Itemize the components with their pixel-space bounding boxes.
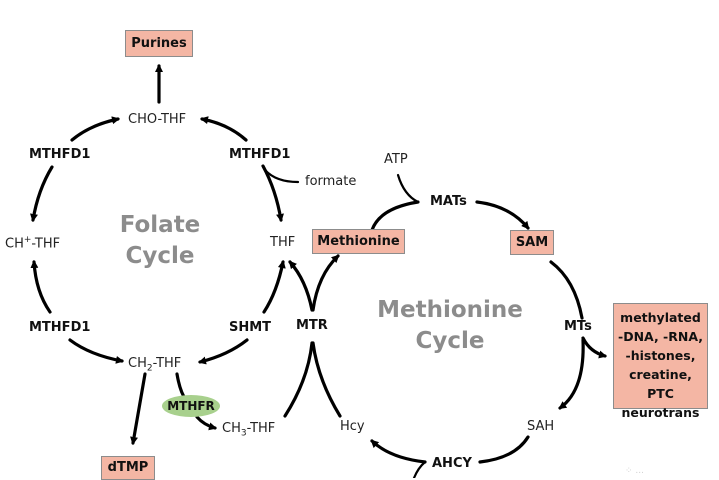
atp-branch (396, 173, 420, 204)
ch3-thf-suffix: -THF (246, 421, 276, 436)
ch2-thf-label: CH2-THF (128, 357, 181, 374)
methylated-line-2: -DNA, -RNA, (618, 329, 703, 344)
folate-title-line1: Folate (119, 212, 201, 238)
arrow-ch2thf-to-dtmp (130, 372, 147, 445)
arrow-shmt-to-ch2thf (198, 338, 249, 365)
arrow-mthfd1-to-chthf (30, 165, 54, 222)
thf-label: THF (270, 235, 296, 250)
sam-box: SAM (510, 230, 554, 255)
dtmp-box: dTMP (101, 456, 155, 480)
ch-thf-label: CH+-THF (5, 235, 61, 252)
mthfr-ellipse: MTHFR (162, 395, 220, 417)
ahcy-branch (412, 460, 427, 478)
formate-label: formate (305, 174, 357, 189)
mtr-from-ch3thf (283, 341, 314, 418)
arrow-mthfd1-to-chothf-right (200, 116, 248, 142)
arrow-mts-to-sah (558, 338, 585, 410)
methionine-title-line2: Cycle (415, 328, 485, 355)
arrow-mthfd1-to-ch2thf (68, 338, 124, 364)
arrow-mthfd1-to-chothf-left (70, 116, 120, 142)
methionine-box: Methionine (312, 229, 405, 254)
arrow-mats-to-sam (475, 200, 530, 230)
folate-title-line2: Cycle (125, 243, 195, 270)
arc-methionine-to-mats (370, 200, 420, 232)
atp-label: ATP (384, 152, 408, 167)
methionine-title-line1: Methionine (377, 297, 523, 323)
arrow-mthfd1-to-thf (261, 164, 284, 222)
ahcy-label: AHCY (432, 456, 472, 471)
arrow-ahcy-to-hcy (370, 439, 427, 464)
ch-thf-suffix: -THF (31, 236, 61, 252)
ch-thf-base: CH (5, 236, 24, 252)
ch-thf-sup: + (23, 235, 32, 245)
arrow-mthfr-to-ch3thf (195, 415, 217, 431)
formate-branch (263, 168, 300, 184)
mtr-from-hcy (311, 341, 342, 418)
methylated-line-4: creatine, PTC (629, 367, 692, 401)
methylated-line-3: -histones, (625, 348, 696, 363)
purines-box: Purines (125, 30, 193, 57)
mats-label: MATs (430, 194, 467, 209)
watermark: ⁘ ... (625, 466, 644, 476)
methionine-cycle-title: Methionine Cycle (375, 295, 525, 357)
methylated-line-1: methylated (620, 310, 701, 325)
mtr-label: MTR (296, 318, 328, 333)
hcy-label: Hcy (340, 419, 365, 434)
methylated-products-box: methylated -DNA, -RNA, -histones, creati… (613, 303, 708, 420)
ch3-thf-sub: 3 (240, 428, 247, 439)
mthfd1-top-right-label: MTHFD1 (229, 147, 291, 162)
arc-sah-to-ahcy (478, 435, 530, 464)
methylated-line-5: neurotrans (621, 405, 700, 420)
ch2-thf-base: CH (128, 356, 147, 371)
sah-label: SAH (527, 419, 555, 434)
cho-thf-label: CHO-THF (128, 112, 187, 127)
mthfd1-bottom-left-label: MTHFD1 (29, 320, 91, 335)
folate-cycle-title: Folate Cycle (110, 210, 210, 272)
arrow-mthfd1-to-chthf-up (30, 260, 52, 314)
arrow-mts-to-methylated (581, 336, 607, 359)
shmt-label: SHMT (229, 320, 272, 335)
mthfd1-top-left-label: MTHFD1 (29, 147, 91, 162)
arrow-shmt-to-thf (262, 260, 286, 314)
ch3-thf-base: CH (222, 421, 241, 436)
arrow-mtr-to-thf (288, 260, 314, 312)
ch2-thf-sub: 2 (146, 363, 153, 374)
ch3-thf-label: CH3-THF (222, 422, 275, 439)
arrow-mtr-to-methionine (311, 254, 340, 312)
ch2-thf-suffix: -THF (152, 356, 182, 371)
mts-label: MTs (564, 319, 592, 334)
arc-sam-to-mts (549, 260, 584, 320)
